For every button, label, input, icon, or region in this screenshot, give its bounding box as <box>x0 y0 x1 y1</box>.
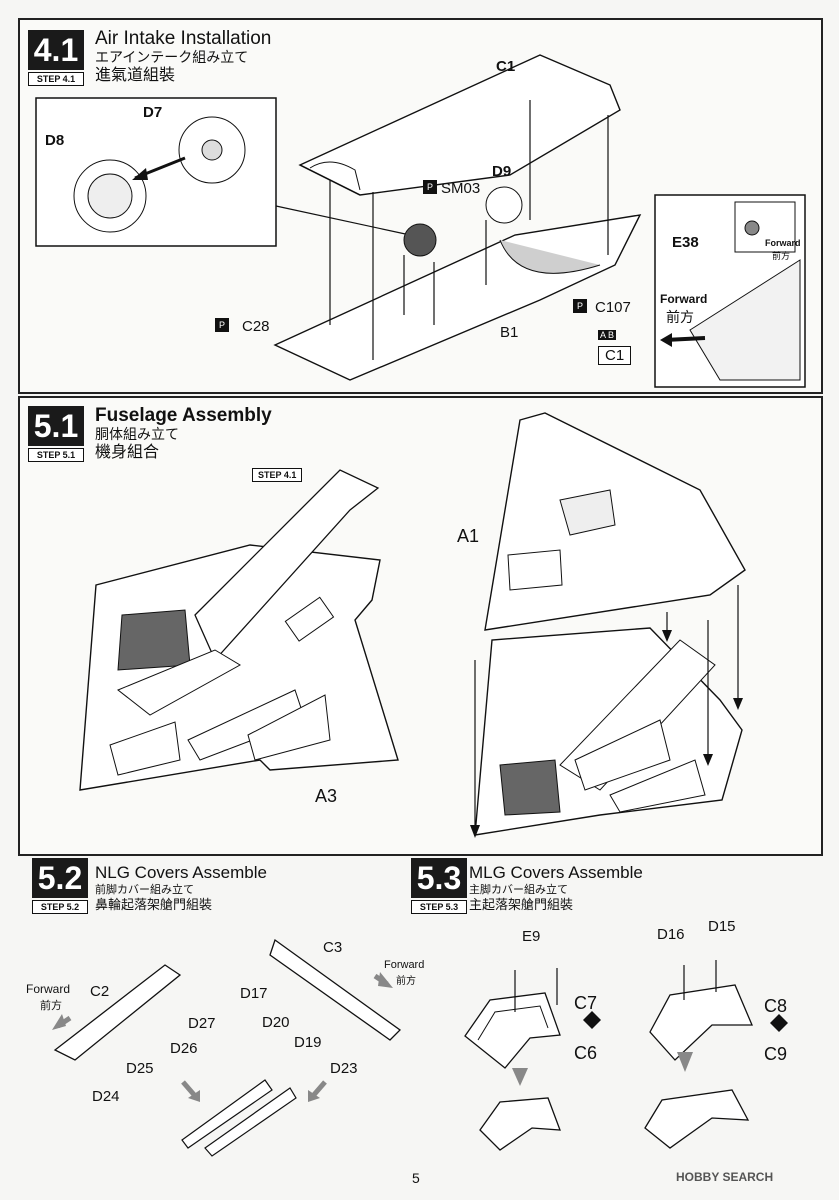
forward-label-ja: 前方 <box>40 1000 62 1012</box>
part-label-d15: D15 <box>708 918 736 935</box>
part-label-d9: D9 <box>492 163 512 180</box>
step-4-1-title: Air Intake Installation エアインテーク組み立て 進氣道組… <box>95 28 271 85</box>
step-number: 4.1 <box>28 30 84 70</box>
step-5-1-badge: 5.1 STEP 5.1 <box>28 406 84 462</box>
paint-label-c28: C28 <box>242 318 270 335</box>
part-label-e9: E9 <box>522 928 541 945</box>
part-label-d17: D17 <box>240 985 268 1002</box>
paint-icon: P <box>423 180 437 194</box>
part-label-d7: D7 <box>143 104 163 121</box>
step-5-1-title: Fuselage Assembly 胴体組み立て 機身組合 <box>95 405 272 462</box>
title-ja: 前脚カバー組み立て <box>95 884 194 896</box>
forward-label-ja: 前方 <box>772 251 791 261</box>
step-tag: STEP 5.3 <box>411 900 467 914</box>
forward-label-en: Forward <box>765 238 801 248</box>
title-ja: 主脚カバー組み立て <box>469 884 568 896</box>
step-tag: STEP 5.1 <box>28 448 84 462</box>
paint-label-c107: C107 <box>595 299 631 316</box>
paint-label-sm03: SM03 <box>441 180 481 197</box>
step-5-3-title: MLG Covers Assemble 主脚カバー組み立て 主起落架艙門組裝 <box>469 862 643 913</box>
part-label-a3: A3 <box>315 786 338 806</box>
forward-label-ja-right: 前方 <box>396 976 416 987</box>
part-label-d20: D20 <box>262 1014 290 1031</box>
part-label-d24: D24 <box>92 1088 120 1105</box>
part-label-d19: D19 <box>294 1034 322 1051</box>
mix-ab-label: A B <box>598 330 617 340</box>
part-label-c7: C7 <box>574 993 598 1013</box>
part-label-e38: E38 <box>672 234 699 251</box>
part-label-d27: D27 <box>188 1015 216 1032</box>
part-label-a1: A1 <box>457 526 480 546</box>
forward-label-en-large: Forward <box>660 292 708 306</box>
part-label-b1: B1 <box>500 324 519 341</box>
title-en: MLG Covers Assemble <box>469 863 643 882</box>
part-label-c6: C6 <box>574 1043 598 1063</box>
title-zh: 機身組合 <box>95 444 160 461</box>
step-tag: STEP 5.2 <box>32 900 88 914</box>
part-label-c1-boxed: C1 <box>598 346 632 365</box>
paint-icon: P <box>215 318 229 332</box>
step-4-1-badge: 4.1 STEP 4.1 <box>28 30 84 86</box>
step-5-2-title: NLG Covers Assemble 前脚カバー組み立て 鼻輪起落架艙門組裝 <box>95 862 267 913</box>
title-zh: 鼻輪起落架艙門組裝 <box>95 897 213 912</box>
paint-icon: P <box>573 299 587 313</box>
part-label-c2: C2 <box>90 983 110 1000</box>
part-label-c1: C1 <box>496 58 516 75</box>
watermark-label: HOBBY SEARCH <box>676 1170 774 1184</box>
step-number: 5.1 <box>28 406 84 446</box>
part-label-d16: D16 <box>657 926 685 943</box>
part-label-d8: D8 <box>45 132 65 149</box>
step-5-2-badge: 5.2 STEP 5.2 <box>32 858 88 914</box>
forward-label-en: Forward <box>26 982 71 996</box>
part-label-c3: C3 <box>323 939 343 956</box>
forward-label-ja-large: 前方 <box>666 309 694 325</box>
title-en: NLG Covers Assemble <box>95 863 267 882</box>
title-ja: エアインテーク組み立て <box>95 49 249 65</box>
part-label-d26: D26 <box>170 1040 198 1057</box>
step-number: 5.2 <box>32 858 88 898</box>
page-number: 5 <box>412 1170 420 1186</box>
step-reference-4-1: STEP 4.1 <box>252 468 303 482</box>
step-5-3-badge: 5.3 STEP 5.3 <box>411 858 467 914</box>
step-number: 5.3 <box>411 858 467 898</box>
title-en: Air Intake Installation <box>95 28 272 49</box>
forward-label-en-right: Forward <box>384 959 425 971</box>
title-zh: 進氣道組裝 <box>95 67 176 84</box>
part-label-c9: C9 <box>764 1044 788 1064</box>
part-label-c8: C8 <box>764 996 788 1016</box>
part-label-d25: D25 <box>126 1060 154 1077</box>
step-tag: STEP 4.1 <box>28 72 84 86</box>
title-zh: 主起落架艙門組裝 <box>469 897 574 912</box>
part-label-d23: D23 <box>330 1060 358 1077</box>
title-ja: 胴体組み立て <box>95 426 179 442</box>
title-en: Fuselage Assembly <box>95 405 272 426</box>
